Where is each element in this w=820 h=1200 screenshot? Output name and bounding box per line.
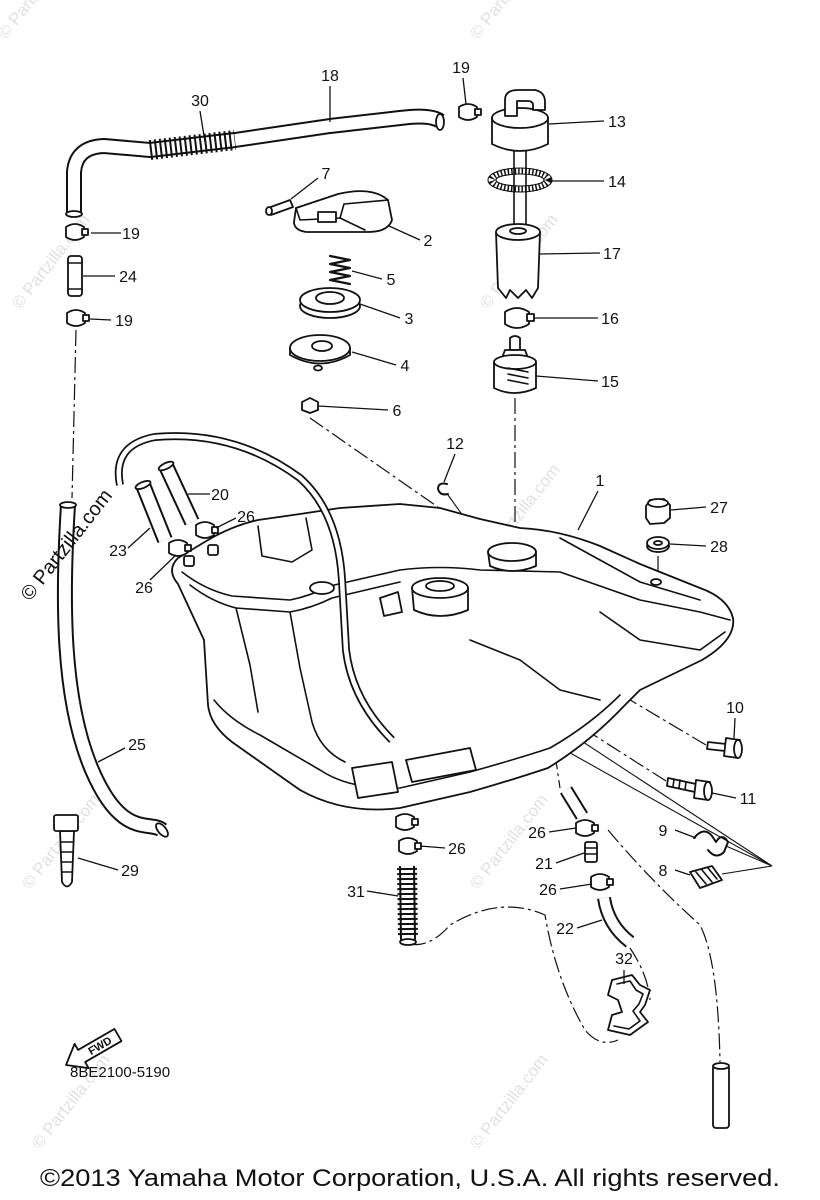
hose-23 bbox=[134, 480, 173, 543]
callout-18: 18 bbox=[321, 68, 339, 85]
corrugated-section-30 bbox=[148, 130, 237, 160]
callout-27: 27 bbox=[710, 500, 728, 517]
hose-clamp-26 bbox=[195, 521, 219, 539]
callout-17: 17 bbox=[603, 246, 621, 263]
watermark-faint: © Partzilla.com bbox=[466, 1050, 552, 1152]
vent-cap-13 bbox=[491, 89, 549, 152]
hose-clamp-19 bbox=[66, 309, 90, 327]
hose-clamp-26 bbox=[395, 813, 419, 831]
callout-19: 19 bbox=[452, 60, 470, 77]
clip-12 bbox=[437, 482, 449, 496]
callout-3: 3 bbox=[405, 311, 414, 328]
callout-8: 8 bbox=[659, 863, 668, 880]
callout-2: 2 bbox=[424, 233, 433, 250]
hose-joint-24 bbox=[67, 255, 83, 297]
bolt-11 bbox=[666, 777, 713, 801]
callout-13: 13 bbox=[608, 114, 626, 131]
callout-26: 26 bbox=[448, 841, 466, 858]
callout-labels: 18 19 30 13 7 14 19 2 17 24 5 19 3 16 4 … bbox=[109, 60, 756, 968]
copyright-footer: ©2013 Yamaha Motor Corporation, U.S.A. A… bbox=[40, 1165, 780, 1192]
callout-26: 26 bbox=[528, 825, 546, 842]
hose-clamp-26 bbox=[168, 539, 192, 557]
fuel-tank-1 bbox=[171, 503, 735, 811]
callout-24: 24 bbox=[119, 269, 137, 286]
callout-11: 11 bbox=[740, 791, 757, 808]
breather-hose-18 bbox=[65, 108, 445, 218]
diagram-code: 8BE2100-5190 bbox=[70, 1064, 170, 1081]
callout-7: 7 bbox=[322, 166, 331, 183]
nut-6 bbox=[301, 397, 319, 414]
watermark-faint: © Partzilla.com bbox=[466, 0, 552, 42]
filter-17 bbox=[495, 223, 541, 299]
callout-10: 10 bbox=[726, 700, 744, 717]
callout-29: 29 bbox=[121, 863, 139, 880]
fitting-21 bbox=[584, 841, 598, 863]
hose-clamp-26 bbox=[575, 819, 599, 837]
hose-clamp-26 bbox=[398, 837, 422, 855]
hose-20 bbox=[157, 460, 200, 526]
callout-4: 4 bbox=[401, 358, 410, 375]
long-hose-25 bbox=[56, 501, 169, 838]
callout-14: 14 bbox=[608, 174, 626, 191]
hose-clamp-19 bbox=[458, 103, 482, 121]
callout-26: 26 bbox=[539, 882, 557, 899]
callout-28: 28 bbox=[710, 539, 728, 556]
callout-21: 21 bbox=[535, 856, 553, 873]
pad-8 bbox=[689, 865, 723, 889]
gasket-14 bbox=[487, 167, 553, 193]
callout-16: 16 bbox=[601, 311, 619, 328]
tie-strap-29 bbox=[53, 814, 79, 888]
hose-end-piece bbox=[712, 1062, 730, 1129]
callout-6: 6 bbox=[393, 403, 402, 420]
callout-25: 25 bbox=[128, 737, 146, 754]
callout-9: 9 bbox=[659, 823, 668, 840]
clip-9 bbox=[693, 830, 729, 857]
washer-3 bbox=[299, 287, 361, 319]
vent-hose-loop bbox=[114, 432, 395, 743]
callout-31: 31 bbox=[347, 884, 365, 901]
callout-19: 19 bbox=[115, 313, 133, 330]
bolt-10 bbox=[706, 737, 743, 759]
callout-1: 1 bbox=[596, 473, 605, 490]
callout-22: 22 bbox=[556, 921, 574, 938]
washer-4 bbox=[289, 334, 351, 372]
leader-lines bbox=[77, 77, 737, 984]
callout-20: 20 bbox=[211, 487, 229, 504]
hose-22 bbox=[597, 896, 635, 948]
washer-28 bbox=[646, 536, 670, 553]
callout-26: 26 bbox=[135, 580, 153, 597]
hose-clamp-26 bbox=[590, 873, 614, 891]
corrugated-hose-31 bbox=[397, 865, 418, 946]
hose-clamp-19 bbox=[65, 223, 89, 241]
check-valve-15 bbox=[493, 335, 537, 394]
callout-32: 32 bbox=[615, 951, 633, 968]
callout-19: 19 bbox=[122, 226, 140, 243]
spring-5 bbox=[328, 254, 352, 286]
watermark-faint: © Partzilla.com bbox=[0, 0, 80, 42]
nut-27 bbox=[645, 498, 671, 525]
hose-clamp-16 bbox=[504, 307, 535, 329]
clip-32 bbox=[607, 974, 651, 1036]
callout-12: 12 bbox=[446, 436, 464, 453]
callout-23: 23 bbox=[109, 543, 127, 560]
fuel-cap-2 bbox=[293, 190, 393, 233]
pin-7 bbox=[265, 199, 294, 216]
callout-15: 15 bbox=[601, 374, 619, 391]
callout-26: 26 bbox=[237, 509, 255, 526]
callout-30: 30 bbox=[191, 93, 209, 110]
callout-5: 5 bbox=[387, 272, 396, 289]
hose-piece bbox=[560, 786, 588, 820]
